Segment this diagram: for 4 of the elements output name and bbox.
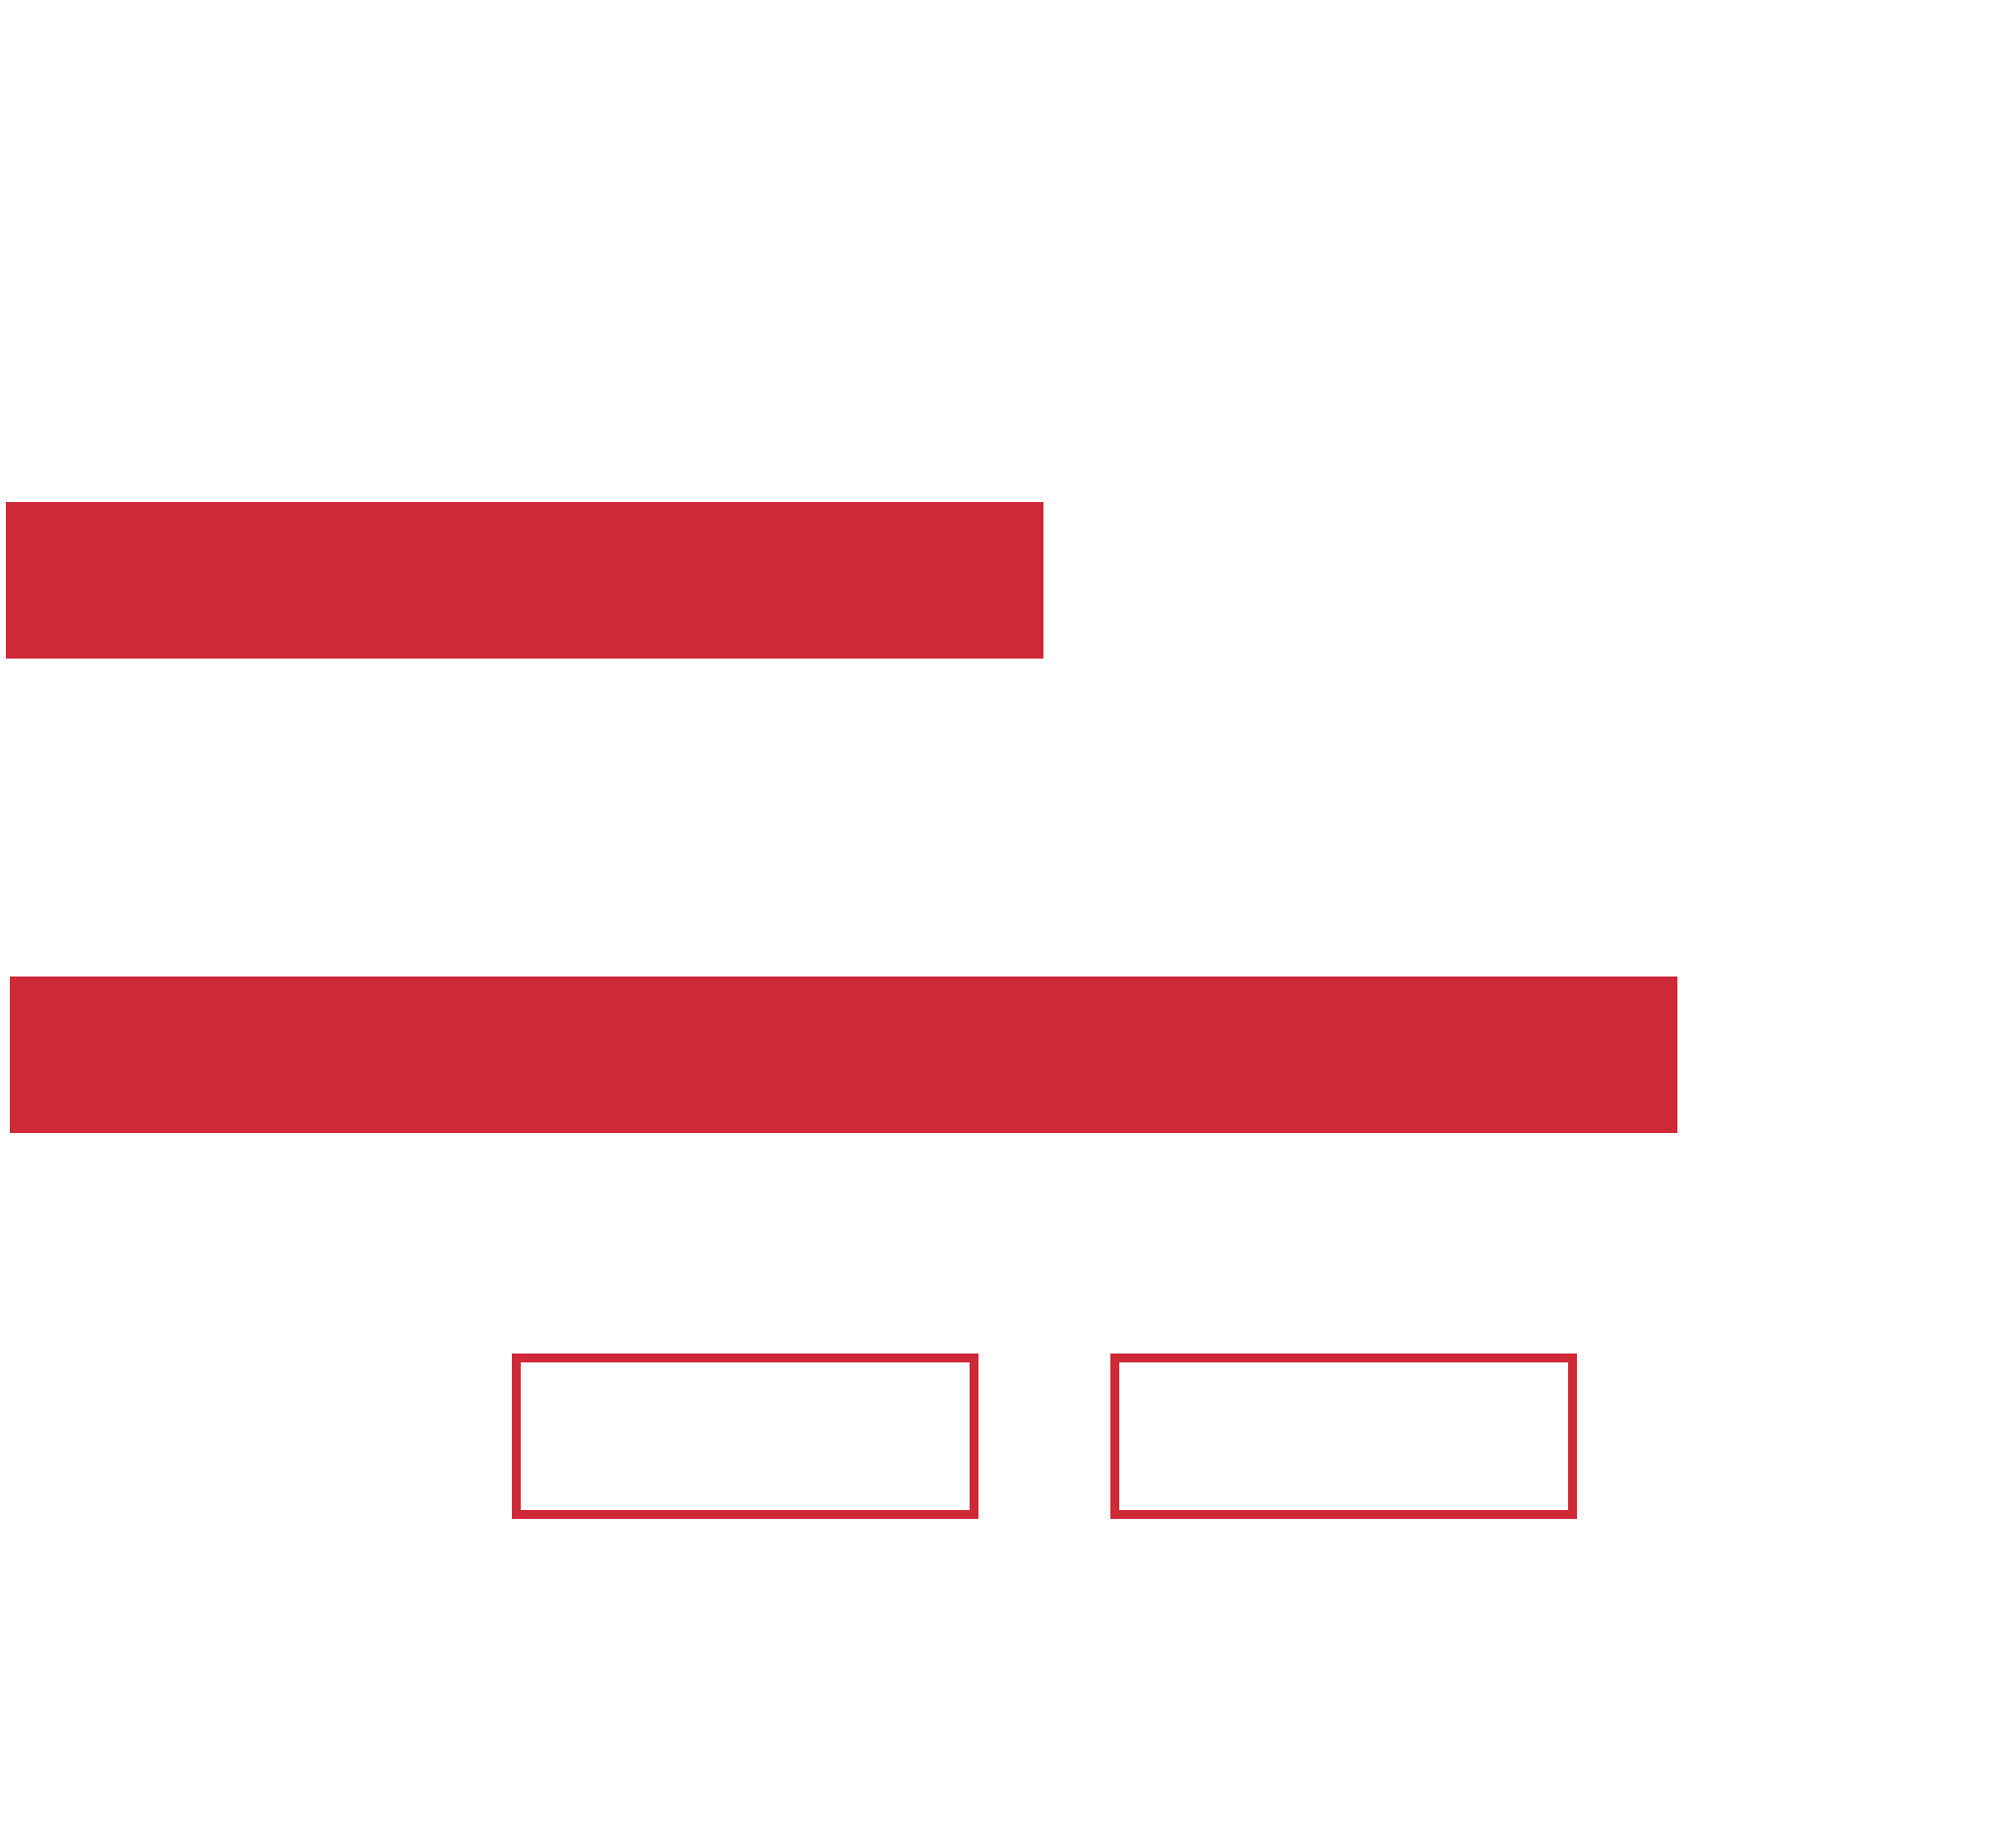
filled-bar	[10, 977, 1677, 1133]
outlined-box	[512, 1354, 978, 1519]
filled-bar	[6, 502, 1043, 659]
outlined-box	[1110, 1354, 1577, 1519]
